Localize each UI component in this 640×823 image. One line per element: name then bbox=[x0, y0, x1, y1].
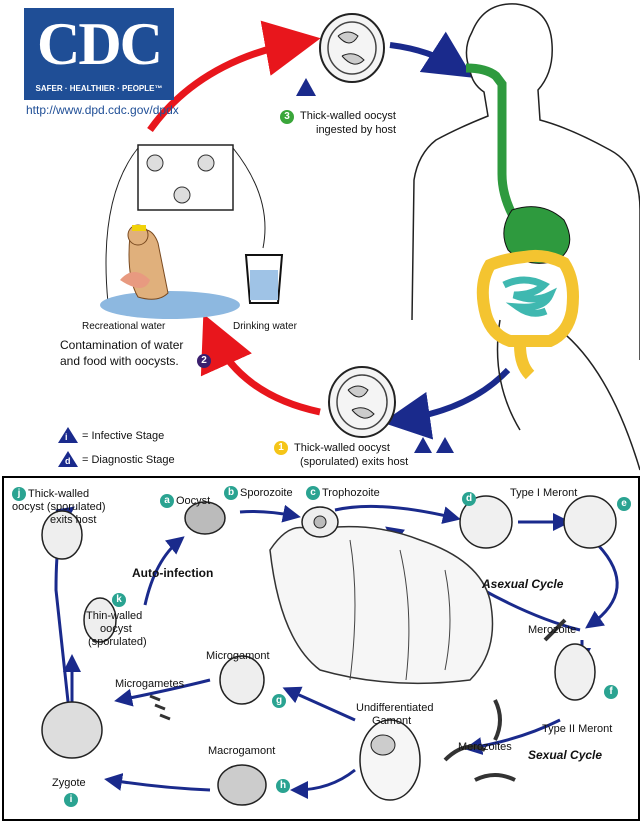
stage-k-line2: oocyst bbox=[100, 623, 132, 636]
stage-j-line1: Thick-walled bbox=[28, 488, 89, 501]
merozoite-label: Merozoite bbox=[528, 624, 576, 637]
microgametes-label: Microgametes bbox=[115, 678, 184, 691]
zygote-label: Zygote bbox=[52, 777, 86, 790]
type-2-meront-label: Type II Meront bbox=[542, 723, 612, 736]
stage-i-badge: i bbox=[64, 793, 78, 807]
stage-k-line3: (sporulated) bbox=[88, 636, 147, 649]
merozoites-label: Merozoites bbox=[458, 741, 512, 754]
microgamont-label: Microgamont bbox=[206, 650, 270, 663]
stage-h-badge: h bbox=[276, 779, 290, 793]
stage-d-badge: d bbox=[462, 492, 476, 506]
stage-a-badge: a bbox=[160, 494, 174, 508]
stage-j-badge: j bbox=[12, 487, 26, 501]
stage-g-badge: g bbox=[272, 694, 286, 708]
stage-b-label: Sporozoite bbox=[240, 487, 293, 500]
auto-infection-label: Auto-infection bbox=[132, 567, 213, 580]
stage-a-label: Oocyst bbox=[176, 495, 210, 508]
stage-b-badge: b bbox=[224, 486, 238, 500]
asexual-cycle-label: Asexual Cycle bbox=[482, 578, 563, 591]
stage-c-badge: c bbox=[306, 486, 320, 500]
stage-j-line3: exits host bbox=[50, 514, 96, 527]
stage-c-label: Trophozoite bbox=[322, 487, 380, 500]
macrogamont-label: Macrogamont bbox=[208, 745, 275, 758]
stage-k-line1: Thin-walled bbox=[86, 610, 142, 623]
stage-f-badge: f bbox=[604, 685, 618, 699]
type-1-meront-label: Type I Meront bbox=[510, 487, 577, 500]
undifferentiated-line2: Gamont bbox=[372, 715, 411, 728]
stage-k-badge: k bbox=[112, 593, 126, 607]
stage-j-line2: oocyst (sporulated) bbox=[12, 501, 106, 514]
undifferentiated-line1: Undifferentiated bbox=[356, 702, 433, 715]
stage-e-badge: e bbox=[617, 497, 631, 511]
sexual-cycle-label: Sexual Cycle bbox=[528, 749, 602, 762]
